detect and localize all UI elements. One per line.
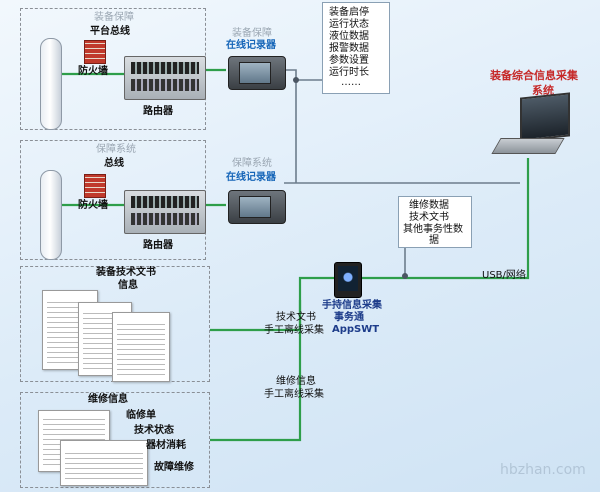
group1-firewall-icon	[84, 40, 106, 64]
tech-docs-flow-line2: 手工离线采集	[264, 325, 324, 336]
link-maintenance-handheld	[210, 300, 302, 442]
recorder1-name: 装备保障	[232, 28, 272, 39]
maintenance-flow-line1: 维修信息	[276, 376, 316, 387]
group1-router-icon	[124, 56, 206, 100]
callout2-item: 技术文书	[409, 212, 449, 223]
handheld-line1: 手持信息采集	[322, 300, 382, 311]
group2-firewall-icon	[84, 174, 106, 198]
callout2-dot	[402, 273, 408, 279]
group2-bus-label: 总线	[104, 158, 124, 169]
group1-bus-pipe	[40, 38, 62, 130]
group2-firewall-label: 防火墙	[78, 200, 108, 211]
group2-router-icon	[124, 190, 206, 234]
maintenance-item: 技术状态	[134, 425, 174, 436]
maintenance-item: 临修单	[126, 410, 156, 421]
handheld-device-icon	[334, 262, 362, 298]
callout1-item: 报警数据	[329, 43, 369, 54]
maintenance-flow-line2: 手工离线采集	[264, 389, 324, 400]
laptop-base	[491, 138, 565, 154]
laptop-icon	[520, 92, 570, 142]
recorder2-name: 保障系统	[232, 158, 272, 169]
group1-router-label: 路由器	[143, 106, 173, 117]
tech-doc-sheet	[112, 312, 170, 382]
recorder2-icon	[228, 190, 286, 224]
callout1-item: 参数设置	[329, 55, 369, 66]
maintenance-item: 故障维修	[154, 462, 194, 473]
link-recorder1-bus	[284, 69, 297, 183]
callout2-item: 据	[429, 235, 439, 246]
group2-router-label: 路由器	[143, 240, 173, 251]
maintenance-frame	[20, 392, 210, 488]
callout1-item: 装备启停	[329, 7, 369, 18]
callout1-item: 运行状态	[329, 19, 369, 30]
recorder1-icon	[228, 56, 286, 90]
callout2-box: 维修数据 技术文书 其他事务性数 据	[398, 196, 472, 248]
maintenance-title: 维修信息	[88, 394, 128, 405]
callout1-dot	[293, 77, 299, 83]
watermark: hbzhan.com	[500, 462, 586, 478]
link-label: USB/网络	[482, 270, 526, 281]
tech-docs-title-line1: 装备技术文书	[96, 267, 156, 278]
callout1-item: 液位数据	[329, 31, 369, 42]
recorder2-label: 在线记录器	[226, 172, 276, 183]
tech-docs-title-line2: 信息	[118, 280, 138, 291]
group2-title: 保障系统	[96, 144, 136, 155]
callout2-item: 维修数据	[409, 200, 449, 211]
callout1-item: 运行时长	[329, 67, 369, 78]
group1-bus-label: 平台总线	[90, 26, 130, 37]
recorder1-label: 在线记录器	[226, 40, 276, 51]
group2-bus-pipe	[40, 170, 62, 260]
link-techdocs-laptop	[210, 158, 530, 332]
system-title-line1: 装备综合信息采集	[490, 69, 578, 82]
group1-firewall-label: 防火墙	[78, 66, 108, 77]
callout1-box: 装备启停 运行状态 液位数据 报警数据 参数设置 运行时长 ……	[322, 2, 390, 94]
callout2-item: 其他事务性数	[403, 224, 463, 235]
tech-docs-flow-line1: 技术文书	[276, 312, 316, 323]
group1-title: 装备保障	[94, 12, 134, 23]
maintenance-doc-sheet	[60, 440, 148, 486]
callout1-item: ……	[341, 77, 361, 88]
handheld-line3: AppSWT	[332, 324, 380, 335]
maintenance-item: 器材消耗	[146, 440, 186, 451]
handheld-line2: 事务通	[334, 312, 364, 323]
